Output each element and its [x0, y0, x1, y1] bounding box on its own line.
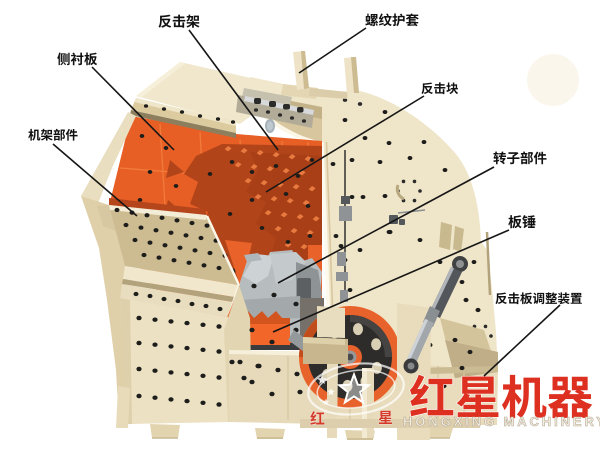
- svg-text:HONGXING MACHINERY: HONGXING MACHINERY: [403, 414, 600, 429]
